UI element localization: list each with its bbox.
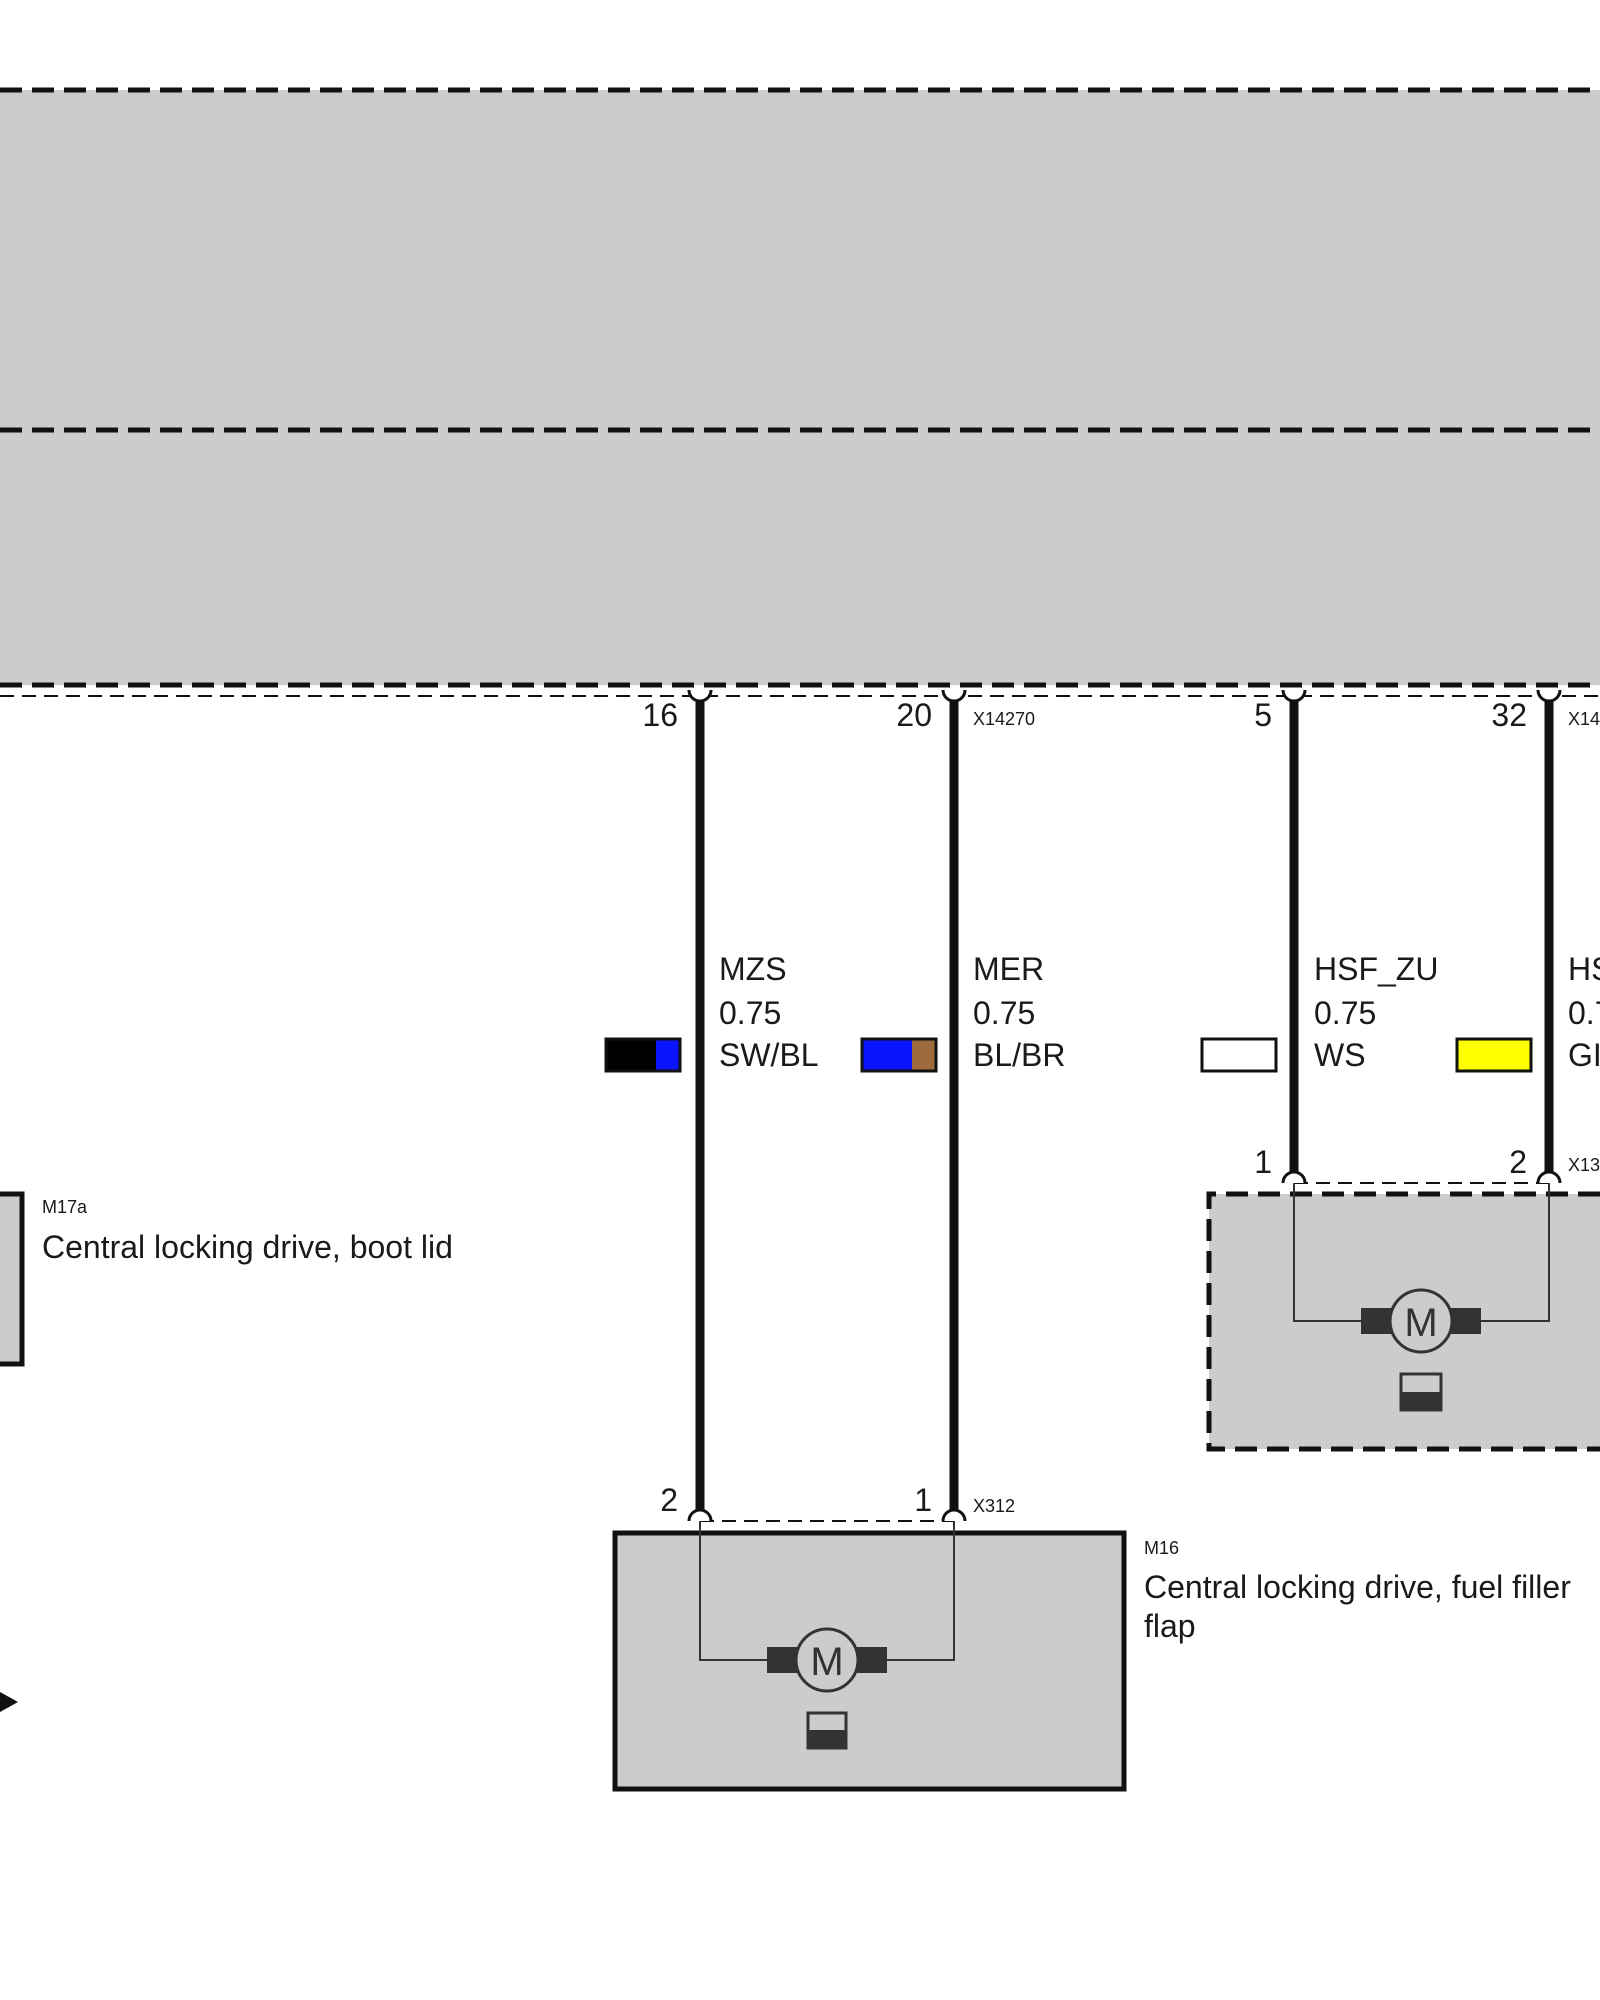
motor-icon: [794, 1627, 860, 1693]
pin-number: 1: [914, 1482, 932, 1518]
wire-color-swatch: [1455, 1037, 1533, 1073]
wire-color-code: WS: [1314, 1037, 1366, 1073]
terminal-mark: [941, 689, 967, 703]
pin-number: 5: [1254, 697, 1272, 733]
pin-number: 2: [660, 1482, 678, 1518]
connector-id: X14: [1568, 709, 1600, 729]
wire-color-code: SW/BL: [719, 1037, 819, 1073]
wire-label-mzs: MZS 0.75 SW/BL: [604, 951, 819, 1073]
wire-color-swatch: [1200, 1037, 1278, 1073]
wire-gauge: 0.75: [719, 995, 781, 1031]
terminal-mark: [687, 1508, 713, 1522]
component-name: Central locking drive, fuel filler: [1144, 1569, 1571, 1605]
wire-gauge: 0.7: [1568, 995, 1600, 1031]
wire-color-swatch: [606, 1039, 656, 1071]
terminal-mark: [1536, 689, 1562, 703]
wire-signal: HSF_ZU: [1314, 951, 1438, 987]
pin-number: 16: [642, 697, 678, 733]
wires: [695, 697, 1554, 1512]
wire-color-code: BL/BR: [973, 1037, 1065, 1073]
connector-id: X312: [973, 1496, 1015, 1516]
wire-label-hs: HS 0.7 GI: [1455, 951, 1600, 1073]
arrow-icon: [0, 1692, 18, 1712]
terminal-mark: [1281, 689, 1307, 703]
wire-label-hsf-zu: HSF_ZU 0.75 WS: [1200, 951, 1438, 1073]
terminal-mark: [941, 1508, 967, 1522]
pin-number: 32: [1491, 697, 1527, 733]
terminal-mark: [1281, 1170, 1307, 1184]
wire-signal: MZS: [719, 951, 787, 987]
pin-number: 1: [1254, 1144, 1272, 1180]
wire-color-swatch: [656, 1039, 680, 1071]
motor-symbol: M: [810, 1640, 843, 1684]
motor-icon: [1388, 1288, 1454, 1354]
motor-symbol: M: [1404, 1301, 1437, 1345]
connector-id: X14270: [973, 709, 1035, 729]
wire-label-mer: MER 0.75 BL/BR: [860, 951, 1065, 1073]
pin-number: 20: [896, 697, 932, 733]
control-module: [0, 87, 1600, 697]
pin-number: 2: [1509, 1144, 1527, 1180]
component-id: M16: [1144, 1538, 1179, 1558]
terminal-mark: [687, 689, 713, 703]
component-id: M17a: [42, 1197, 88, 1217]
component-name: Central locking drive, boot lid: [42, 1229, 453, 1265]
wire-signal: MER: [973, 951, 1044, 987]
connector-id: X13: [1568, 1155, 1600, 1175]
component-right-motor: M: [1206, 1170, 1600, 1452]
wire-gauge: 0.75: [1314, 995, 1376, 1031]
component-m16: M: [612, 1508, 1127, 1792]
wire-color-swatch: [862, 1039, 912, 1071]
wire-gauge: 0.75: [973, 995, 1035, 1031]
wire-color-code: GI: [1568, 1037, 1600, 1073]
wire-color-swatch: [912, 1039, 936, 1071]
component-name: flap: [1144, 1608, 1196, 1644]
pin-terminals: [687, 689, 1562, 703]
wire-signal: HS: [1568, 951, 1600, 987]
terminal-mark: [1536, 1170, 1562, 1184]
component-m17a: M17a Central locking drive, boot lid: [0, 1191, 453, 1367]
